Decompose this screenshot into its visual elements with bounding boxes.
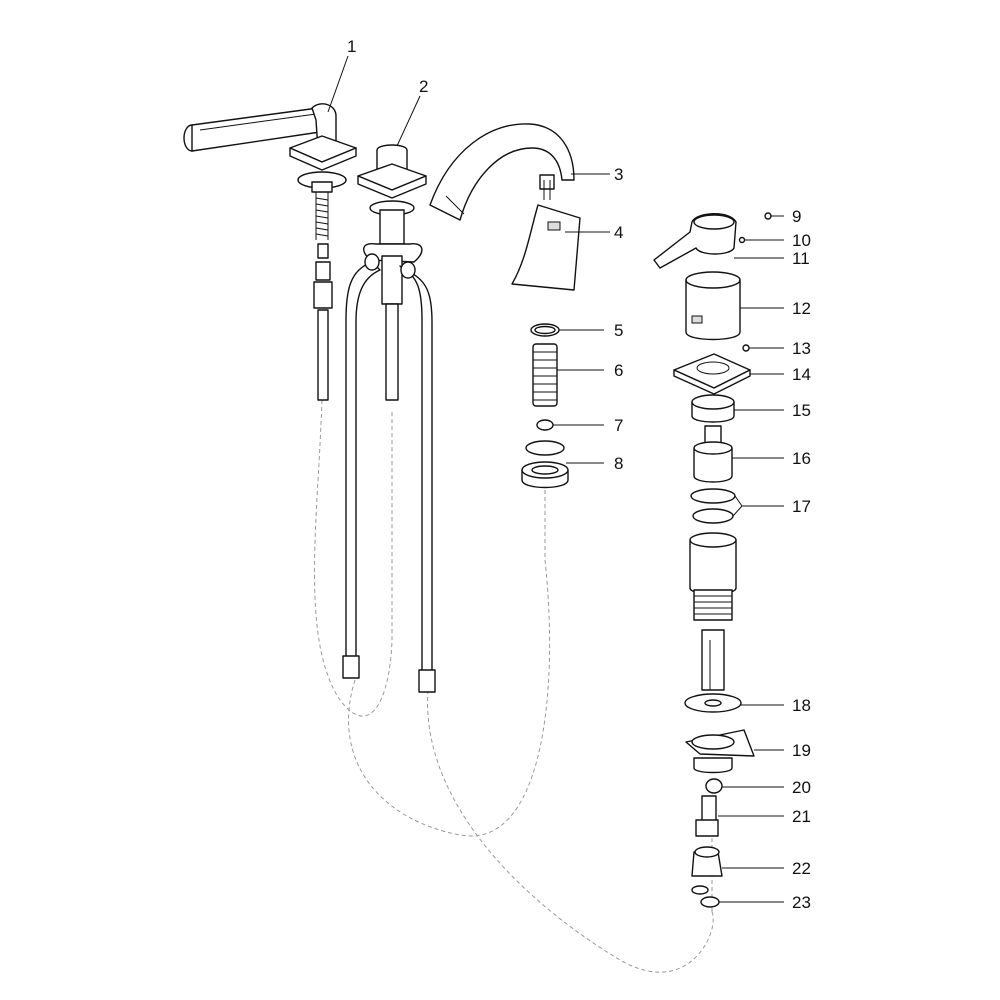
- callout-1: 1: [347, 37, 356, 56]
- callout-14: 14: [792, 365, 811, 384]
- part-spout: [429, 123, 575, 221]
- part-gaskets: [690, 488, 736, 524]
- part-check-valve: [691, 846, 723, 877]
- callout-20: 20: [792, 778, 811, 797]
- part-bonnet-nut: [691, 394, 735, 423]
- callout-22: 22: [792, 859, 811, 878]
- part-small-nut: [536, 419, 554, 431]
- dashed-connection-lines: [314, 399, 714, 973]
- part-mounting-nut: [521, 440, 569, 489]
- callout-5: 5: [614, 321, 623, 340]
- part-valve-body: [689, 532, 737, 691]
- callout-11: 11: [792, 249, 810, 268]
- part-pin: [742, 344, 750, 352]
- part-lever-handle: [653, 213, 737, 269]
- part-square-escutcheon: [673, 353, 751, 395]
- callout-16: 16: [792, 449, 811, 468]
- part-handle-sleeve: [685, 271, 741, 341]
- leader-lines: [327, 55, 784, 903]
- part-coupling-nut: [705, 778, 723, 794]
- callout-18: 18: [792, 696, 811, 715]
- part-diverter-valve: [342, 144, 436, 693]
- callout-19: 19: [792, 741, 811, 760]
- part-o-ring: [530, 323, 560, 337]
- callout-21: 21: [792, 807, 811, 826]
- callout-2: 2: [419, 77, 428, 96]
- part-spout-base: [511, 204, 581, 291]
- callout-10: 10: [792, 231, 811, 250]
- callout-9: 9: [792, 207, 801, 226]
- part-set-screw: [738, 236, 746, 244]
- part-screw: [764, 212, 772, 220]
- part-connector-stem: [695, 795, 719, 837]
- part-cartridge: [693, 425, 733, 483]
- part-hand-shower: [183, 103, 357, 401]
- callout-4: 4: [614, 223, 623, 242]
- callout-8: 8: [614, 454, 623, 473]
- callout-12: 12: [792, 299, 811, 318]
- callout-15: 15: [792, 401, 811, 420]
- part-small-washers: [691, 885, 720, 908]
- part-mounting-bracket: [685, 729, 755, 774]
- callout-17: 17: [792, 497, 811, 516]
- part-threaded-shank: [532, 343, 558, 407]
- callout-23: 23: [792, 893, 811, 912]
- callout-13: 13: [792, 339, 811, 358]
- callout-labels: 1 2 3 4 5 6 7 8 9 10 11 12 13 14 15 16 1…: [347, 37, 811, 912]
- part-washer-plate: [684, 693, 742, 713]
- callout-6: 6: [614, 361, 623, 380]
- callout-7: 7: [614, 416, 623, 435]
- callout-3: 3: [614, 165, 623, 184]
